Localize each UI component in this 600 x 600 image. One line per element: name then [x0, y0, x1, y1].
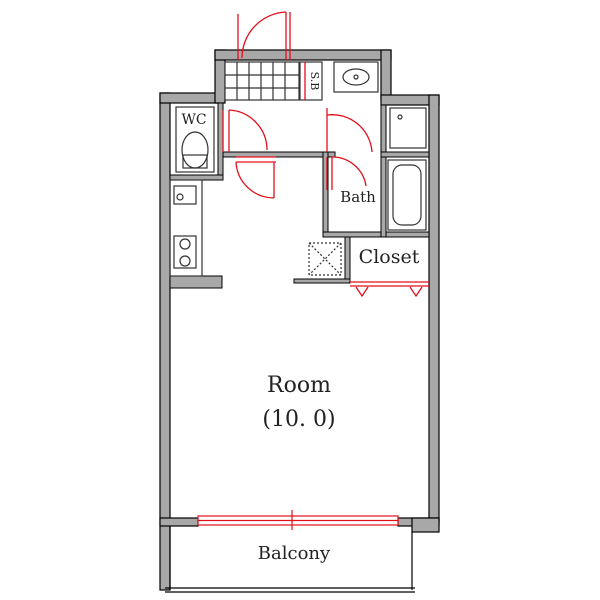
bathtub — [387, 159, 427, 231]
interior-walls — [169, 102, 430, 289]
shoe-box-grid — [224, 61, 300, 101]
wc-door — [222, 109, 268, 152]
washroom-door — [326, 108, 373, 153]
room-label: Room — [267, 373, 331, 398]
balcony — [165, 526, 415, 593]
outer-walls — [159, 49, 440, 591]
closet-doors — [350, 281, 429, 298]
fixtures — [169, 61, 427, 277]
washbasin — [333, 61, 379, 93]
balcony-window — [197, 510, 399, 530]
closet-label: Closet — [359, 246, 420, 268]
wc-label: WC — [181, 112, 206, 128]
doors — [222, 11, 429, 298]
hall-door — [235, 156, 276, 199]
shower — [389, 107, 427, 149]
shoe-box-label: S.B — [308, 72, 321, 91]
room-size-label: (10. 0) — [262, 407, 335, 432]
pipe-shaft — [308, 242, 342, 276]
kitchen-counter — [169, 179, 203, 277]
bath-door — [326, 156, 367, 190]
balcony-label: Balcony — [258, 543, 331, 564]
toilet — [175, 106, 215, 173]
entrance-door — [237, 11, 291, 60]
bath-label: Bath — [340, 188, 376, 206]
